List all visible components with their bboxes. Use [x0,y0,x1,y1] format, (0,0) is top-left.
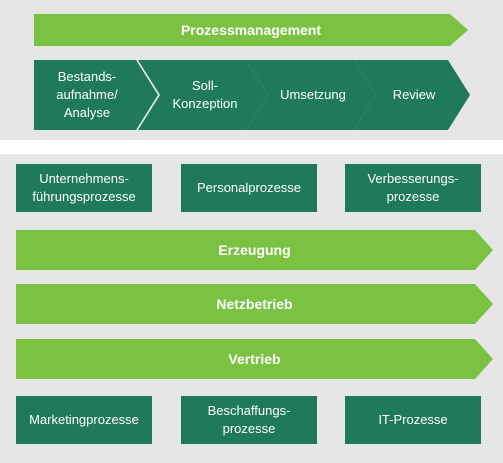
process-landscape-panel: Unternehmens- führungsprozesse Personalp… [0,154,503,463]
step-bestandsaufnahme: Bestands- aufnahme/ Analyse [34,60,158,130]
support-box-verbesserung: Verbesserungs- prozesse [345,164,481,212]
core-arrow-vertrieb: Vertrieb [16,339,493,379]
vertrieb-label: Vertrieb [228,351,281,367]
core-arrow-netzbetrieb: Netzbetrieb [16,284,493,324]
netzbetrieb-label: Netzbetrieb [216,296,293,312]
support-box-it: IT-Prozesse [345,396,481,444]
erzeugung-label: Erzeugung [218,242,291,258]
support-box-unternehmensfuehrung: Unternehmens- führungsprozesse [16,164,152,212]
support-box-marketing: Marketingprozesse [16,396,152,444]
prozessmanagement-label: Prozessmanagement [180,22,322,38]
process-management-panel: Prozessmanagement Bestands- aufnahme/ An… [0,0,503,140]
prozessmanagement-arrow: Prozessmanagement [34,14,468,46]
core-arrow-erzeugung: Erzeugung [16,230,493,270]
support-box-beschaffung: Beschaffungs- prozesse [181,396,317,444]
support-box-personal: Personalprozesse [181,164,317,212]
